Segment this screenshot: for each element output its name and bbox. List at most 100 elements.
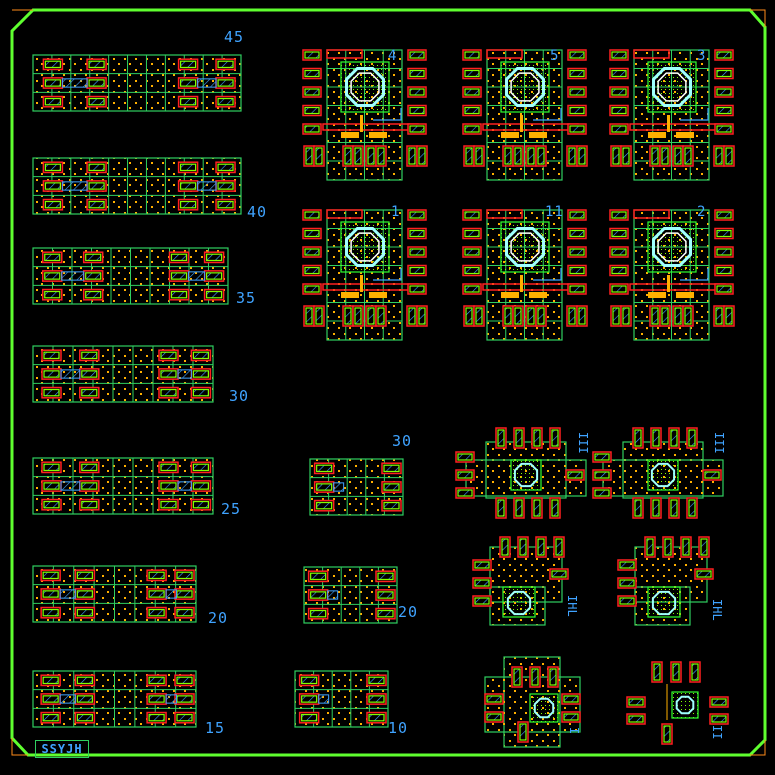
bond-pad [42, 58, 64, 71]
inductor-coil [510, 72, 540, 102]
bond-pad [713, 305, 725, 327]
inductor-area [500, 221, 550, 273]
bond-pad [302, 86, 322, 98]
gate-strip [341, 132, 359, 138]
bond-pad [644, 536, 656, 558]
gate-strip [529, 132, 547, 138]
bond-pad [365, 305, 377, 327]
bond-pad [682, 145, 694, 167]
bond-pad [617, 577, 637, 589]
bond-pad [566, 145, 578, 167]
bond-pad [649, 305, 661, 327]
via-strip [61, 78, 88, 88]
bond-pad [190, 368, 212, 380]
inductor-coil [651, 590, 677, 616]
bond-pad [609, 283, 629, 295]
cell-label: III [576, 432, 590, 454]
bond-pad [381, 499, 402, 512]
bond-pad [473, 305, 485, 327]
bond-pad [298, 674, 320, 687]
bond-pad [499, 536, 511, 558]
bond-pad [592, 487, 612, 499]
bond-pad [158, 480, 179, 492]
bond-pad [86, 161, 107, 174]
bond-pad [407, 67, 427, 80]
bond-pad [672, 305, 684, 327]
bond-pad [714, 123, 734, 135]
bond-pad [714, 246, 734, 258]
bond-pad [352, 305, 364, 327]
bond-pad [512, 305, 524, 327]
inductor-coil [650, 462, 676, 488]
bond-pad [215, 95, 236, 108]
route [533, 108, 562, 121]
inductor-coil [652, 227, 692, 267]
small-cell [626, 661, 729, 745]
inductor-coil [510, 232, 540, 262]
bond-pad [366, 711, 387, 724]
bond-pad [79, 461, 100, 474]
bond-pad [462, 227, 482, 240]
bond-pad [567, 209, 587, 221]
bond-pad [694, 568, 714, 580]
bond-pad [41, 386, 62, 399]
gate-strip [341, 292, 359, 298]
bond-pad [303, 145, 315, 167]
bond-pad [168, 251, 190, 264]
bond-pad [174, 588, 195, 600]
bond-pad [298, 711, 320, 724]
bond-pad [407, 86, 427, 98]
bond-pad [79, 480, 100, 492]
bond-pad [714, 227, 734, 240]
via-strip [60, 481, 81, 491]
gate-strip [667, 275, 670, 292]
bond-pad [365, 145, 377, 167]
small-cell [472, 536, 569, 626]
inductor-coil [505, 67, 545, 107]
via-strip [197, 181, 217, 191]
bond-pad [714, 264, 734, 277]
via-strip [59, 694, 76, 704]
array-label: 35 [236, 289, 257, 307]
bond-pad [513, 427, 525, 449]
bond-pad [535, 536, 547, 558]
bond-pad [406, 145, 418, 167]
inductor-coil [533, 697, 555, 719]
bond-pad [463, 145, 475, 167]
array-label: 30 [229, 387, 250, 405]
bond-pad [74, 674, 96, 687]
bond-pad [307, 570, 329, 583]
gate-strip [360, 115, 363, 132]
via-strip [165, 694, 177, 704]
bond-pad [495, 497, 507, 519]
inductor-area [647, 61, 697, 113]
gate-strip [520, 275, 523, 292]
array-label: 20 [398, 603, 419, 621]
bond-pad [375, 570, 396, 583]
bond-pad [561, 711, 581, 723]
bond-pad [303, 305, 315, 327]
gate-strip [676, 132, 694, 138]
bond-pad [146, 693, 167, 705]
bond-pad [472, 577, 492, 589]
bond-pad [174, 569, 195, 582]
bond-pad [366, 674, 387, 687]
bond-pad [42, 288, 63, 301]
route [680, 268, 709, 281]
small-cell [455, 427, 587, 519]
bond-pad [177, 77, 199, 89]
bond-pad [609, 67, 629, 80]
gate-strip [501, 292, 519, 298]
bond-pad [41, 368, 62, 380]
bond-pad [177, 58, 199, 71]
bond-pad [158, 498, 179, 511]
inductor-coil [657, 72, 687, 102]
bond-pad [553, 536, 565, 558]
bond-pad [567, 104, 587, 117]
bond-pad [565, 469, 585, 481]
array-label: 15 [205, 719, 226, 737]
bond-pad [158, 461, 179, 474]
bond-pad [702, 469, 722, 481]
inductor-coil [513, 462, 539, 488]
